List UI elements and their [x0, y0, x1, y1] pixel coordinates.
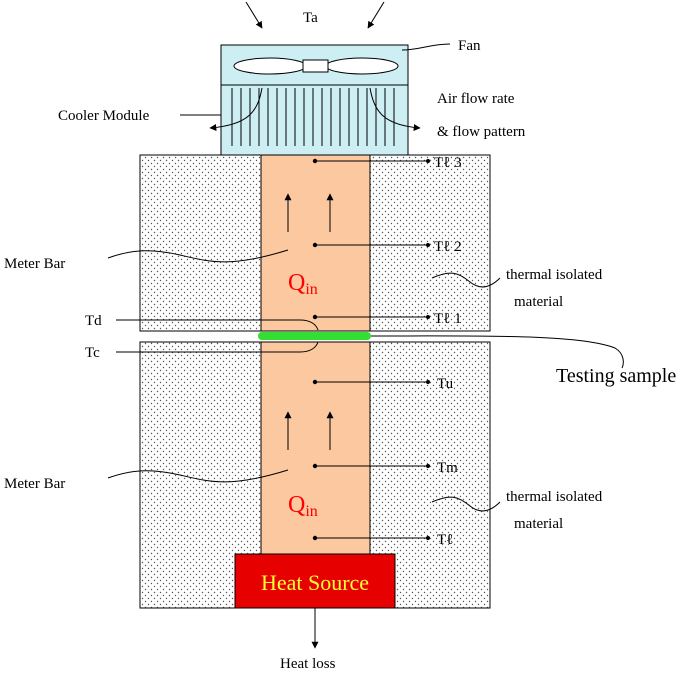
air-flow-left-arrow	[209, 87, 263, 132]
ambient-arrow-right	[367, 1, 385, 29]
upper-meter-bar-label: Meter Bar	[4, 256, 65, 272]
air-flow-label-line1: Air flow rate	[437, 91, 515, 107]
tl-label: Tℓ	[437, 532, 453, 548]
thermocouple-tm	[312, 463, 430, 469]
cooler-fins	[231, 88, 395, 146]
thermocouple-tl1	[312, 314, 430, 320]
heat-source-label: Heat Source	[261, 570, 369, 595]
upper-insulation-label-line1: thermal isolated	[506, 267, 603, 283]
tl1-label: Tℓ 1	[434, 311, 462, 327]
upper-insulation-label-line2: material	[514, 294, 563, 310]
fan-hub	[302, 59, 329, 73]
air-flow-right-arrow	[369, 87, 421, 131]
heat-source-block	[234, 553, 396, 609]
upper-heat-flow-label: Qin	[288, 270, 318, 298]
lower-meter-bar-leader	[107, 469, 289, 483]
lower-insulation-label-line1: thermal isolated	[506, 489, 603, 505]
fan-blade-right	[325, 57, 399, 75]
lower-heat-flow-label: Qin	[288, 492, 318, 520]
tc-leader	[116, 341, 319, 353]
lower-meter-bar	[260, 341, 371, 555]
ambient-arrow-left	[245, 1, 263, 29]
tu-label: Tu	[437, 376, 454, 392]
cooler-module	[220, 84, 409, 156]
upper-meter-bar-leader	[107, 249, 289, 263]
thermocouple-tu	[312, 379, 430, 385]
testing-sample-label: Testing sample	[556, 365, 676, 387]
tl2-label: Tℓ 2	[434, 239, 462, 255]
thermocouple-tl2	[312, 242, 430, 248]
tc-label: Tc	[85, 345, 100, 361]
upper-insulation-leader	[431, 272, 501, 288]
lower-insulation-leader	[431, 496, 501, 512]
air-flow-label-line2: & flow pattern	[437, 124, 526, 140]
heat-loss-label: Heat loss	[280, 656, 336, 672]
thermocouple-tl	[312, 535, 430, 541]
td-label: Td	[85, 313, 102, 329]
cooler-module-label: Cooler Module	[58, 108, 150, 124]
tl3-label: Tℓ 3	[434, 155, 462, 171]
fan-label: Fan	[458, 38, 481, 54]
testing-sample-leader	[370, 335, 624, 369]
ambient-temp-label: Ta	[303, 10, 318, 26]
tm-label: Tm	[437, 460, 458, 476]
testing-sample-layer	[258, 332, 371, 340]
thermocouple-tl3	[312, 158, 430, 164]
td-leader	[116, 319, 319, 331]
fan-blade-left	[233, 57, 307, 75]
lower-insulation-label-line2: material	[514, 516, 563, 532]
lower-meter-bar-label: Meter Bar	[4, 476, 65, 492]
fan-leader	[401, 43, 451, 51]
